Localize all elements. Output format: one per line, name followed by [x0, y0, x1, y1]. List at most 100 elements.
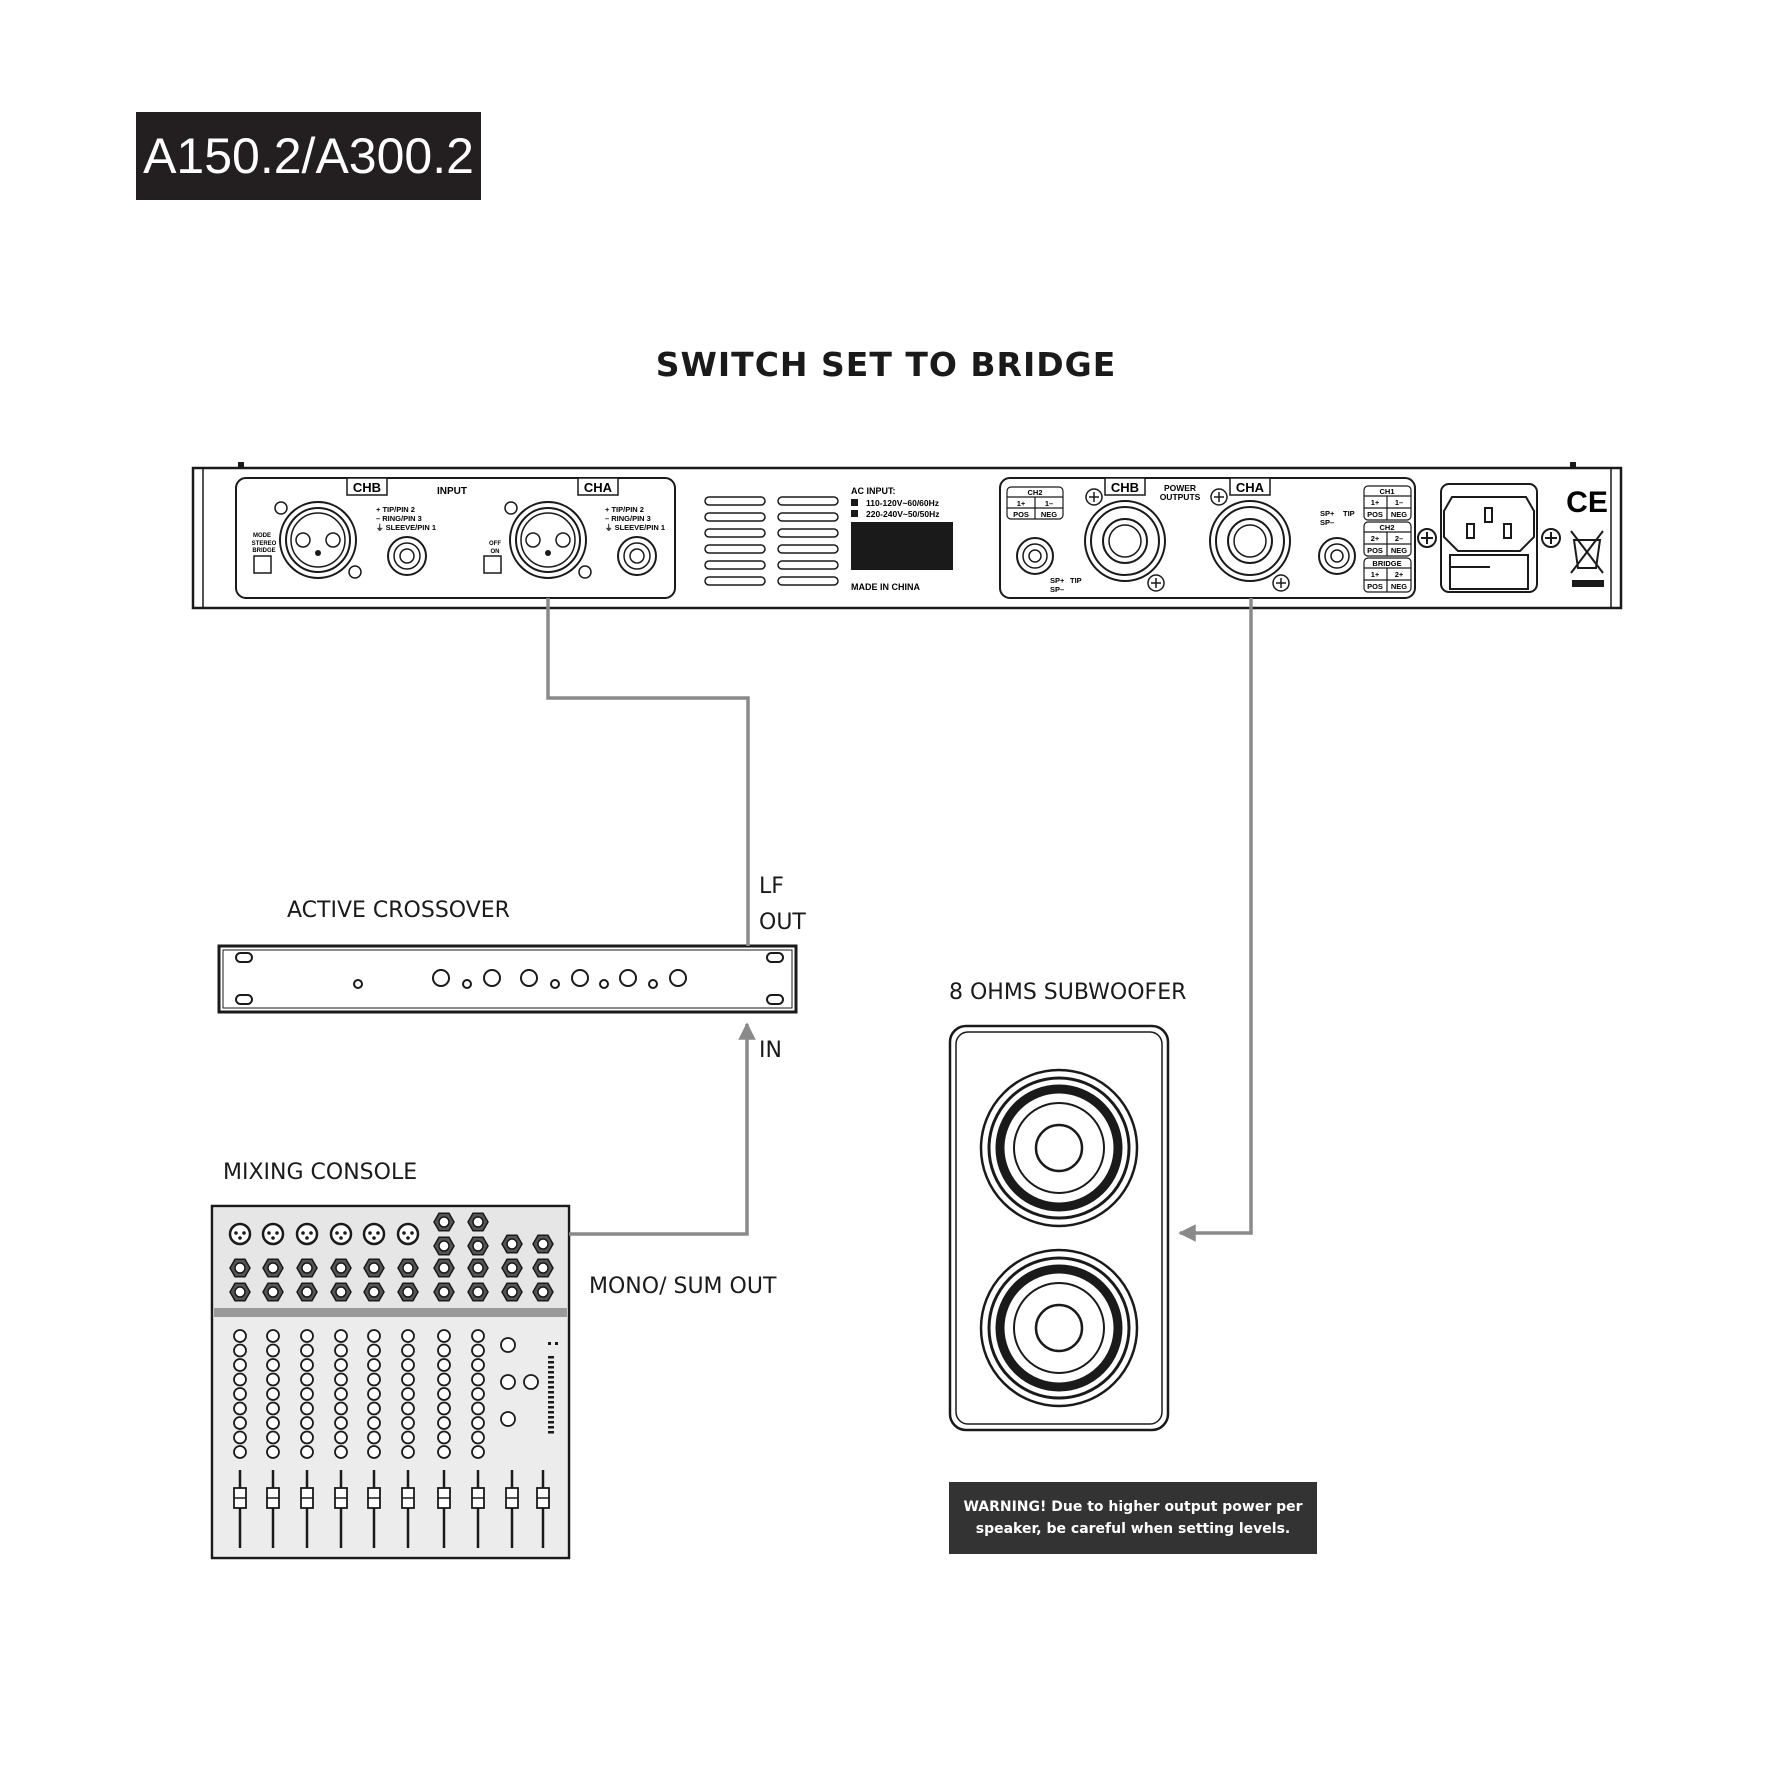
crossover-to-amp-cable	[546, 598, 750, 946]
active-crossover	[217, 944, 798, 1014]
console-master-knob	[523, 1374, 539, 1390]
meter-segment	[548, 1406, 554, 1409]
console-knob	[266, 1416, 280, 1430]
table-ch2-2minus: 2–	[1395, 534, 1403, 543]
table-bridge: BRIDGE	[1372, 559, 1401, 568]
console-to-crossover-cable	[569, 1022, 756, 1236]
console-knob	[266, 1430, 280, 1445]
console-knob	[471, 1387, 485, 1401]
lf-label: LF	[759, 874, 784, 899]
chb-ring-label: – RING/PIN 3	[376, 514, 422, 523]
console-knob	[401, 1401, 415, 1416]
console-knob	[471, 1372, 485, 1387]
meter-segment	[548, 1426, 554, 1429]
cha-input-label: CHA	[584, 480, 613, 495]
console-fader	[300, 1470, 314, 1548]
outputs-label: OUTPUTS	[1160, 492, 1201, 502]
console-knob	[471, 1401, 485, 1416]
console-xlr-input	[295, 1222, 319, 1246]
upper-woofer	[979, 1068, 1139, 1228]
chb-speakon-output	[1084, 488, 1166, 592]
table-bridge-pos: POS	[1367, 582, 1383, 591]
console-knob	[437, 1445, 451, 1459]
ch2-sp-plus: SP+	[1050, 576, 1065, 585]
table-ch2: CH2	[1379, 523, 1394, 532]
console-knob	[233, 1445, 247, 1459]
ch1-output-jack	[1318, 537, 1356, 575]
cha-trs-input	[617, 536, 657, 576]
console-knob	[266, 1445, 280, 1459]
console-knob	[401, 1372, 415, 1387]
meter-segment	[548, 1366, 554, 1369]
table-bridge-1plus: 1+	[1371, 570, 1380, 579]
console-knob	[266, 1372, 280, 1387]
lower-woofer	[979, 1248, 1139, 1408]
console-knob	[300, 1343, 314, 1358]
table-bridge-2plus: 2+	[1395, 570, 1404, 579]
console-knob	[300, 1358, 314, 1372]
console-knob	[300, 1387, 314, 1401]
table-ch2-2plus: 2+	[1371, 534, 1380, 543]
console-jack	[501, 1234, 523, 1254]
ch2-1plus: 1+	[1017, 499, 1026, 508]
console-fader	[266, 1470, 280, 1548]
ch2-pos: POS	[1013, 510, 1029, 519]
table-ch1-pos: POS	[1367, 510, 1383, 519]
input-label: INPUT	[437, 486, 467, 497]
console-knob	[300, 1329, 314, 1343]
console-knob	[334, 1445, 348, 1459]
ac-input-label: AC INPUT:	[851, 486, 896, 496]
ch1-sp-plus: SP+	[1320, 509, 1335, 518]
console-knob	[471, 1416, 485, 1430]
console-knob	[266, 1401, 280, 1416]
console-knob	[233, 1430, 247, 1445]
console-knob	[266, 1358, 280, 1372]
amplifier-rear-panel: CHB INPUT CHA MODE STEREO BRIDGE + TIP/P…	[191, 462, 1623, 610]
warning-line-1: WARNING! Due to higher output power per	[963, 1499, 1303, 1515]
meter-segment	[548, 1411, 554, 1414]
console-jack	[262, 1282, 284, 1302]
console-xlr-input	[362, 1222, 386, 1246]
console-knob	[437, 1401, 451, 1416]
console-jack	[296, 1258, 318, 1278]
console-jack	[397, 1258, 419, 1278]
subwoofer-cabinet	[948, 1024, 1170, 1432]
console-fader	[367, 1470, 381, 1548]
chb-input-label: CHB	[353, 480, 381, 495]
console-knob	[437, 1430, 451, 1445]
ch1-tip: TIP	[1343, 509, 1355, 518]
crossover-label: ACTIVE CROSSOVER	[287, 898, 510, 923]
console-knob	[401, 1343, 415, 1358]
console-knob	[367, 1343, 381, 1358]
table-ch1-neg: NEG	[1391, 510, 1407, 519]
console-knob	[471, 1329, 485, 1343]
console-knob	[401, 1387, 415, 1401]
on-label: ON	[491, 549, 500, 555]
cha-speakon-output	[1209, 488, 1291, 592]
console-knob	[334, 1329, 348, 1343]
table-ch2-neg: NEG	[1391, 546, 1407, 555]
stereo-label: STEREO	[252, 541, 277, 547]
made-in-label: MADE IN CHINA	[851, 582, 920, 592]
warning-line-2: speaker, be careful when setting levels.	[975, 1521, 1291, 1537]
mode-switch	[253, 555, 272, 574]
meter-segment	[548, 1371, 554, 1374]
mixing-console	[210, 1204, 571, 1560]
off-label: OFF	[489, 541, 501, 547]
console-master-knob	[500, 1337, 516, 1353]
ground-lift-switch	[483, 555, 502, 574]
table-bridge-neg: NEG	[1391, 582, 1407, 591]
console-knob	[367, 1430, 381, 1445]
console-label: MIXING CONSOLE	[223, 1160, 418, 1185]
console-knob	[334, 1358, 348, 1372]
console-jack	[229, 1258, 251, 1278]
console-knob	[334, 1401, 348, 1416]
weee-bin-icon	[1570, 530, 1604, 574]
console-jack	[467, 1212, 489, 1232]
meter-segment	[548, 1376, 554, 1379]
console-master-knob	[500, 1374, 516, 1390]
input-section	[235, 477, 676, 599]
power-label: POWER	[1164, 483, 1196, 493]
console-knob	[334, 1387, 348, 1401]
